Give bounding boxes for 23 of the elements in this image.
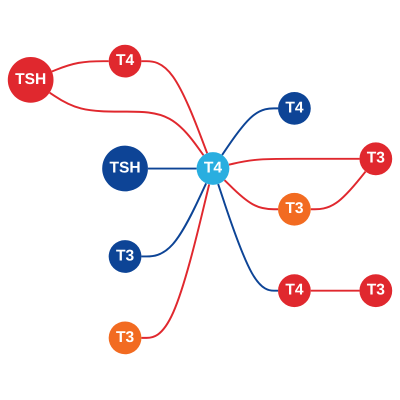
connector (49, 92, 204, 156)
node-circle: TSH (8, 58, 54, 104)
node-circle: TSH (102, 146, 148, 192)
node-circle: T3 (108, 240, 142, 274)
node-circle: T4 (278, 274, 311, 308)
node-circle: T3 (359, 142, 392, 176)
node-circle: T3 (278, 193, 311, 226)
connector (217, 184, 278, 292)
connector (224, 180, 278, 211)
node-circle: T4 (278, 92, 311, 126)
connector (141, 184, 210, 340)
connector (310, 171, 366, 211)
node-circle: T4 (196, 152, 230, 186)
connector (141, 60, 208, 154)
connector (221, 108, 278, 156)
connector (148, 168, 197, 170)
node-circle: T4 (108, 45, 142, 78)
connector (141, 183, 207, 258)
connector (228, 158, 360, 166)
node-circle: T3 (359, 274, 392, 308)
connector (310, 290, 360, 292)
node-circle: T3 (108, 322, 142, 355)
connector (52, 60, 109, 73)
